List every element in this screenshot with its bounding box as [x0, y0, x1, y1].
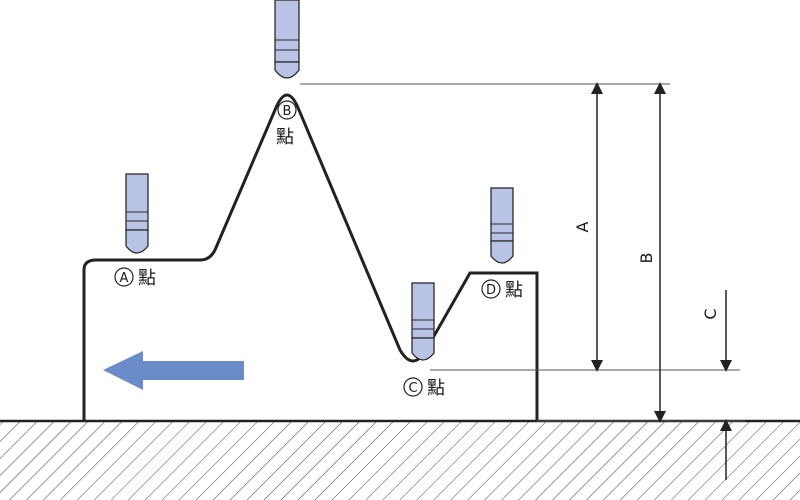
workpiece-profile: [82, 93, 539, 421]
point-label-b: B 點: [276, 100, 297, 148]
point-c-suffix: 點: [427, 378, 445, 399]
point-b-letter: B: [283, 104, 292, 119]
dimension-a-label: A: [573, 221, 592, 232]
probe-a: [125, 173, 149, 254]
probe-b: [274, 0, 300, 79]
dimension-a: A: [573, 82, 603, 372]
dimension-b-label: B: [637, 253, 656, 264]
dimension-c: C: [701, 290, 732, 480]
point-label-d: D 點: [481, 279, 523, 301]
point-c-letter: C: [408, 381, 417, 396]
probe-d: [490, 187, 514, 264]
left-arrow-icon: [103, 351, 244, 390]
point-d-letter: D: [486, 283, 496, 298]
point-d-suffix: 點: [505, 280, 523, 301]
point-b-suffix: 點: [276, 127, 294, 148]
probe-c: [411, 282, 435, 361]
dimension-b: B: [637, 82, 666, 423]
point-label-a: A 點: [114, 267, 156, 289]
point-label-c: C 點: [403, 377, 445, 399]
dimension-c-label: C: [701, 308, 720, 319]
reference-lines: [300, 83, 745, 422]
point-a-letter: A: [120, 271, 129, 286]
point-a-suffix: 點: [138, 268, 156, 289]
ground-base: [0, 419, 800, 500]
